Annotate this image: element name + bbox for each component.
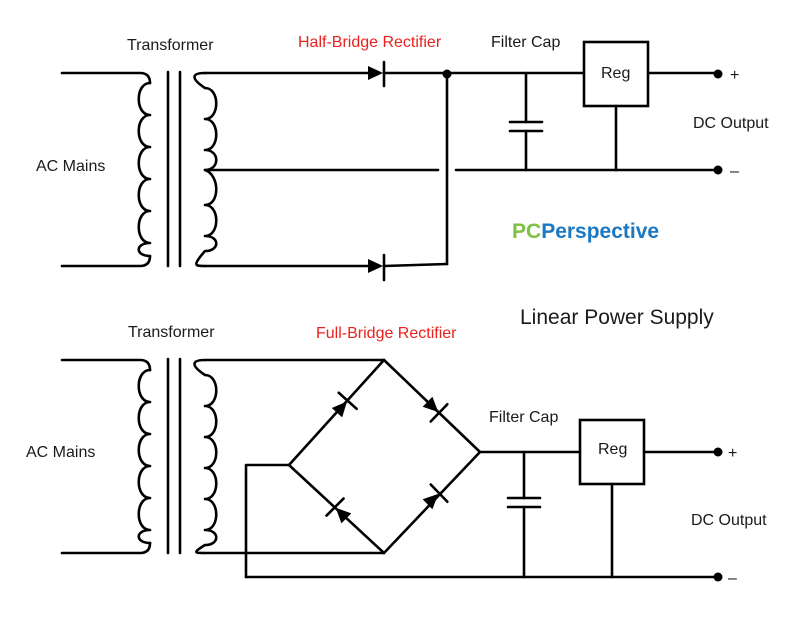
secondary-coil [193,71,218,268]
regulator-box-2 [578,418,646,486]
top-input-label: AC Mains [36,158,105,175]
primary-coil [137,81,152,258]
bottom-rectifier-label: Full-Bridge Rectifier [316,325,457,342]
bridge-diode-lower-left [325,497,352,524]
bridge-diode-upper-left [331,391,358,418]
bridge-diode-upper-right [422,396,449,423]
diagram-caption: Linear Power Supply [520,306,714,329]
top-filter-label: Filter Cap [491,34,560,51]
secondary-coil-2 [193,358,218,555]
bottom-transformer-label: Transformer [128,324,215,341]
bottom-input-label: AC Mains [26,444,95,461]
primary-lead-top [60,71,152,85]
terminal-negative [713,165,723,175]
regulator-box [582,40,650,108]
bridge-left-feed [244,463,291,579]
terminal-positive-2 [713,447,723,457]
brand-part1: PC [512,220,541,243]
top-transformer-label: Transformer [127,37,214,54]
brand-part2: Perspective [541,220,659,243]
top-rectifier-label: Half-Bridge Rectifier [298,34,442,51]
terminal-negative-2 [713,572,723,582]
half-bridge-circuit [60,40,723,282]
diode-bottom [368,259,383,273]
top-plus-label: + [730,67,739,84]
top-minus-label: – [730,163,739,180]
bottom-plus-label: + [728,445,737,462]
bottom-filter-label: Filter Cap [489,409,558,426]
bridge-upper-left [287,358,386,467]
bottom-minus-label: – [728,570,737,587]
bridge-diode-lower-right [422,483,449,510]
primary-lead-bottom-2 [60,541,152,555]
brand-logo: PCPerspective [512,220,659,243]
primary-lead-bottom [60,254,152,268]
bottom-regulator-label: Reg [598,441,627,458]
top-regulator-label: Reg [601,65,630,82]
full-bridge-circuit [60,357,723,582]
rectifier-output-bottom [382,262,449,268]
top-output-label: DC Output [693,115,769,132]
bottom-output-label: DC Output [691,512,767,529]
terminal-positive [713,69,723,79]
primary-lead-top-2 [60,358,152,372]
primary-coil-2 [137,368,152,545]
diode-top [368,66,383,80]
